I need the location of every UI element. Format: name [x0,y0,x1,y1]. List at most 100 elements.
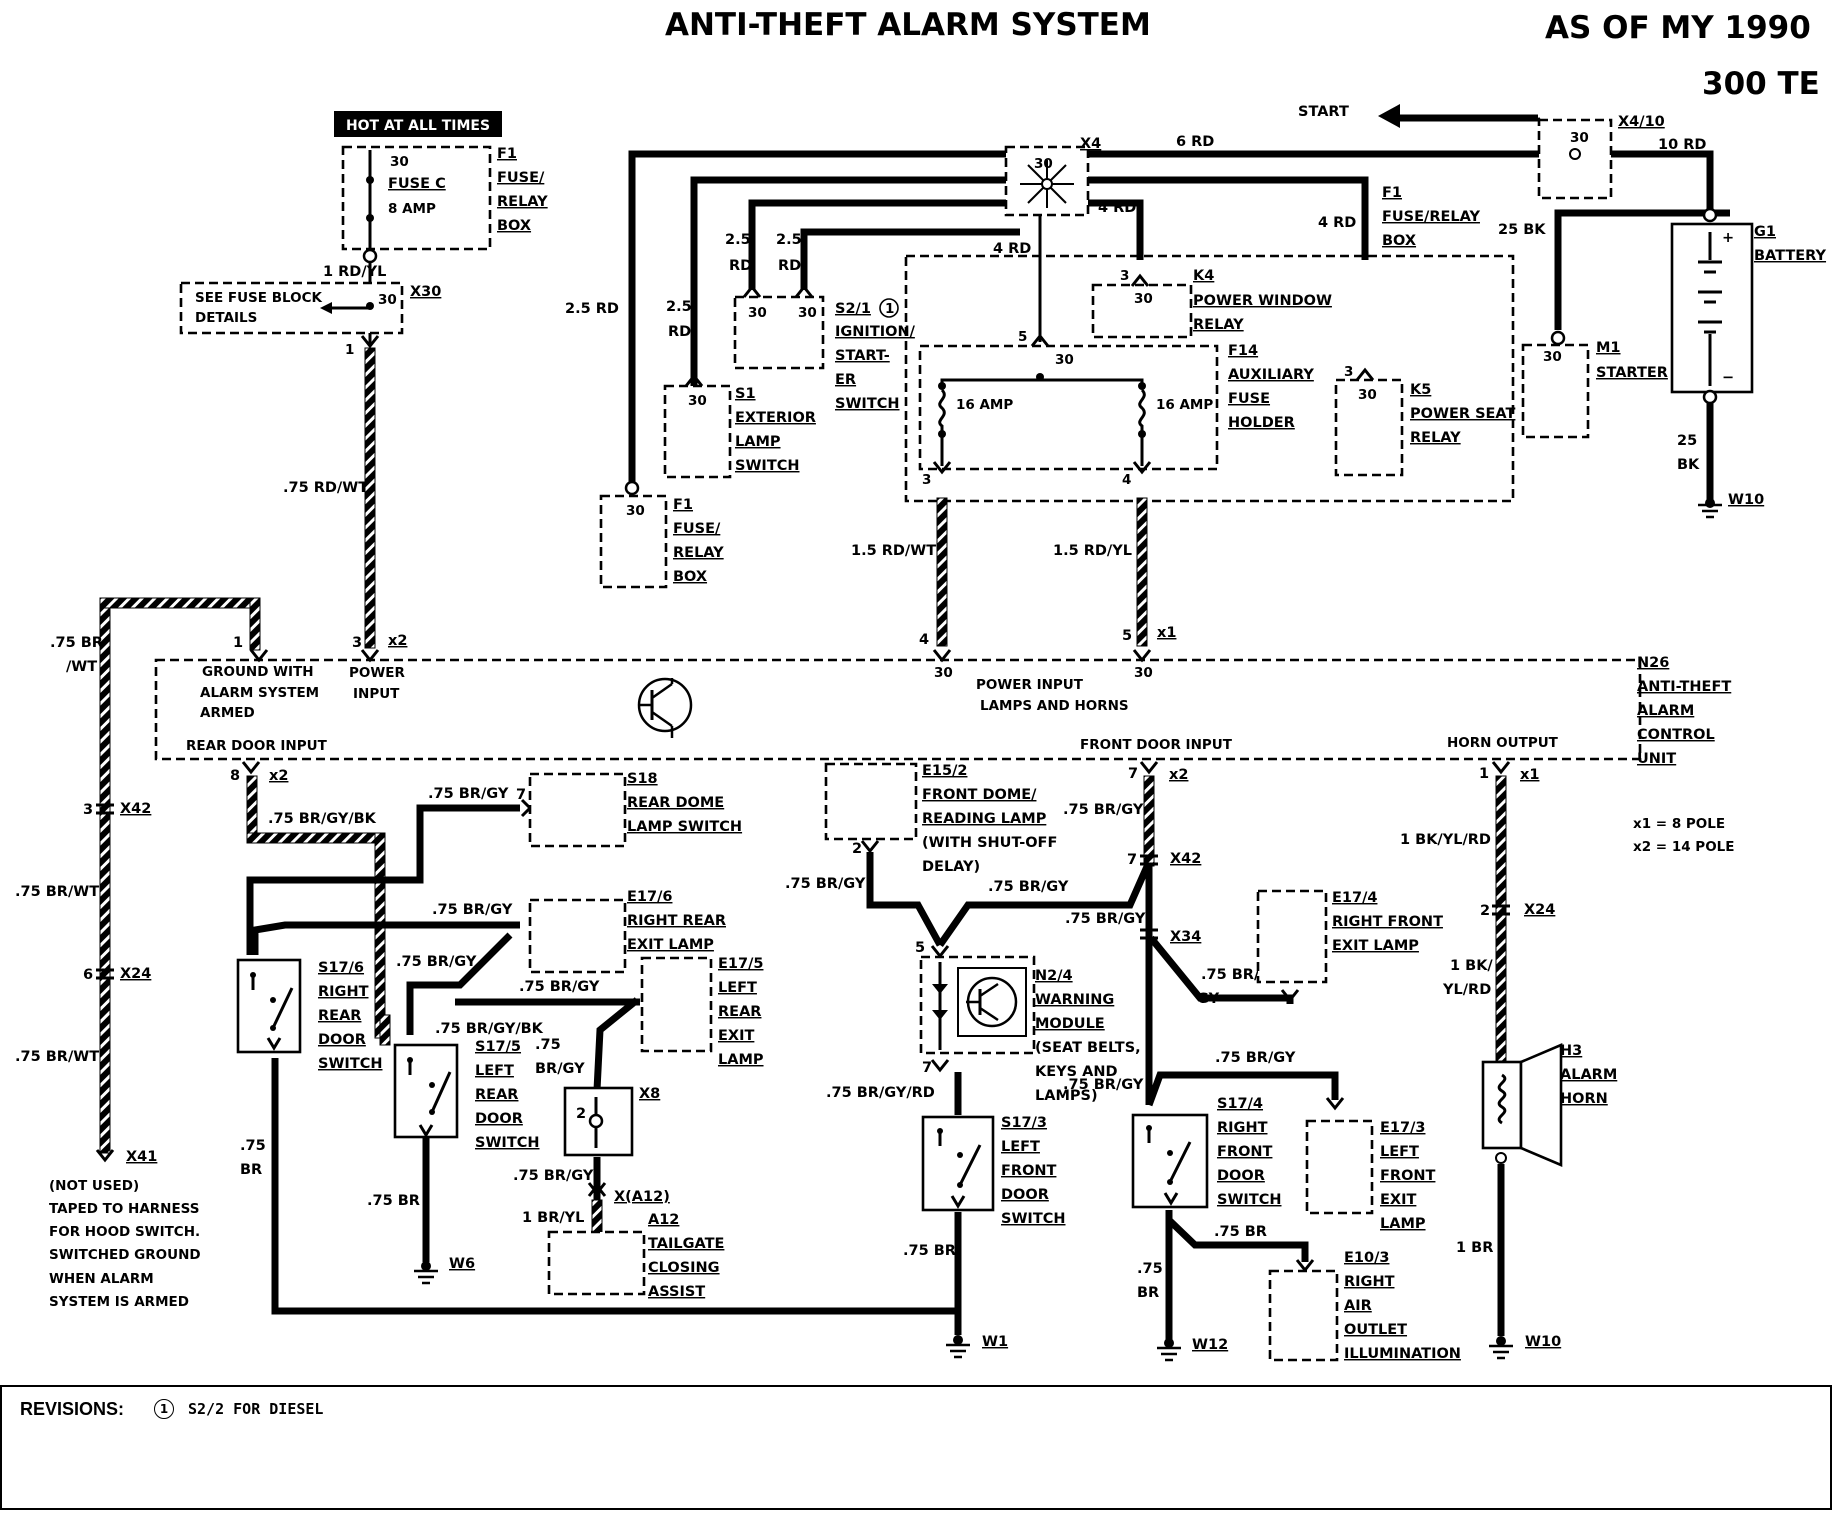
svg-text:.75: .75 [1137,1261,1163,1277]
svg-text:SWITCH: SWITCH [1217,1192,1282,1208]
svg-text:2: 2 [576,1106,586,1122]
m1-id: M1 [1596,340,1621,356]
svg-text:1 BK/: 1 BK/ [1450,958,1493,974]
svg-text:POWER WINDOW: POWER WINDOW [1193,293,1332,309]
svg-text:X24: X24 [1524,902,1555,918]
svg-text:.75 BR/GY: .75 BR/GY [1215,1050,1296,1066]
svg-text:READING LAMP: READING LAMP [922,811,1047,827]
e17-4-right-front-exit-lamp [1256,889,1328,984]
svg-text:ALARM SYSTEM: ALARM SYSTEM [200,685,319,701]
x4-id: X4 [1080,136,1101,152]
svg-text:FUSE/: FUSE/ [673,521,721,537]
svg-text:LAMPS): LAMPS) [1035,1088,1098,1104]
svg-text:7: 7 [1127,852,1137,868]
svg-text:FOR HOOD SWITCH.: FOR HOOD SWITCH. [49,1224,200,1240]
svg-text:16 AMP: 16 AMP [1156,397,1213,413]
svg-text:EXIT: EXIT [1380,1192,1416,1208]
svg-text:FUSE/RELAY: FUSE/RELAY [1382,209,1480,225]
svg-text:10 RD: 10 RD [1658,137,1706,153]
svg-text:x1 = 8 POLE: x1 = 8 POLE [1633,816,1725,832]
svg-text:30: 30 [1034,156,1053,172]
svg-text:30: 30 [798,305,817,321]
svg-text:.75 BR: .75 BR [367,1193,420,1209]
svg-text:BR: BR [240,1162,262,1178]
svg-text:SWITCH: SWITCH [475,1135,540,1151]
svg-text:30: 30 [748,305,767,321]
svg-text:FRONT: FRONT [1001,1163,1057,1179]
svg-text:.75 BR/: .75 BR/ [1201,967,1260,983]
s17-5-left-rear-door-switch [393,1043,459,1139]
svg-text:ALARM: ALARM [1560,1067,1617,1083]
k4-power-window-relay [1091,283,1193,339]
svg-text:FUSE: FUSE [1228,391,1270,407]
svg-text:POWER SEAT: POWER SEAT [1410,406,1516,422]
svg-text:2: 2 [1480,903,1490,919]
svg-text:30: 30 [390,154,409,170]
svg-text:SWITCH: SWITCH [318,1056,383,1072]
svg-text:DETAILS: DETAILS [195,310,257,326]
svg-text:30: 30 [1358,387,1377,403]
svg-text:ARMED: ARMED [200,705,255,721]
svg-text:FRONT DOOR INPUT: FRONT DOOR INPUT [1080,737,1233,753]
svg-text:RD: RD [778,258,801,274]
svg-text:.75 BR/WT: .75 BR/WT [15,1049,99,1065]
svg-text:3: 3 [1344,364,1353,380]
ground-w10-horn [1489,1344,1513,1360]
svg-text:RIGHT FRONT: RIGHT FRONT [1332,914,1443,930]
svg-text:SWITCHED GROUND: SWITCHED GROUND [49,1247,201,1263]
svg-text:STARTER: STARTER [1596,365,1668,381]
svg-text:4: 4 [919,632,929,648]
svg-text:30: 30 [1570,130,1589,146]
s2-1-id: S2/1 [835,301,871,317]
svg-text:FUSE/: FUSE/ [497,170,545,186]
svg-text:−: − [1722,370,1734,386]
svg-text:LAMPS AND HORNS: LAMPS AND HORNS [980,698,1129,714]
svg-text:x1: x1 [1157,625,1176,641]
svg-text:3: 3 [922,472,931,488]
s17-3-left-front-door-switch [921,1115,995,1212]
svg-text:SWITCH: SWITCH [835,396,900,412]
svg-text:F1: F1 [1382,185,1402,201]
s1-exterior-lamp-switch [663,384,732,479]
transistor-icon [637,677,693,738]
svg-text:.75 BR/GY: .75 BR/GY [1063,802,1144,818]
svg-text:/WT: /WT [66,659,97,675]
svg-text:X41: X41 [126,1149,157,1165]
svg-text:EXIT: EXIT [718,1028,754,1044]
svg-text:4 RD: 4 RD [993,241,1031,257]
s17-6-right-rear-door-switch [236,958,302,1054]
svg-text:.75: .75 [535,1037,561,1053]
svg-text:DOOR: DOOR [318,1032,366,1048]
svg-text:LEFT: LEFT [475,1063,514,1079]
e17-4-id: E17/4 [1332,890,1377,906]
revision-mark: 1 [154,1399,174,1419]
svg-text:W1: W1 [982,1334,1008,1350]
model-year-label: AS OF MY 1990 [1545,10,1811,46]
svg-text:30: 30 [1055,352,1074,368]
svg-text:RD: RD [729,258,752,274]
svg-text:.75 BR/GY: .75 BR/GY [513,1168,594,1184]
n26-id: N26 [1637,655,1669,671]
svg-text:RIGHT: RIGHT [1217,1120,1268,1136]
e17-3-left-front-exit-lamp [1305,1119,1374,1215]
svg-text:25: 25 [1677,433,1697,449]
battery-g1 [1670,222,1754,394]
x30-id: X30 [410,284,441,300]
svg-text:AUXILIARY: AUXILIARY [1228,367,1314,383]
svg-text:RELAY: RELAY [497,194,548,210]
svg-text:5: 5 [915,940,925,956]
svg-text:INPUT: INPUT [353,686,400,702]
svg-text:DELAY): DELAY) [922,859,980,875]
svg-text:6 RD: 6 RD [1176,134,1214,150]
svg-text:LEFT: LEFT [1001,1139,1040,1155]
svg-text:5: 5 [1122,628,1132,644]
svg-text:ER: ER [835,372,856,388]
starter-m1 [1521,343,1590,439]
svg-text:SWITCH: SWITCH [1001,1211,1066,1227]
svg-text:30: 30 [934,665,953,681]
svg-text:7: 7 [1128,766,1138,782]
svg-text:.75 BR/GY: .75 BR/GY [428,786,509,802]
svg-text:W10: W10 [1525,1334,1561,1350]
f14-id: F14 [1228,343,1258,359]
